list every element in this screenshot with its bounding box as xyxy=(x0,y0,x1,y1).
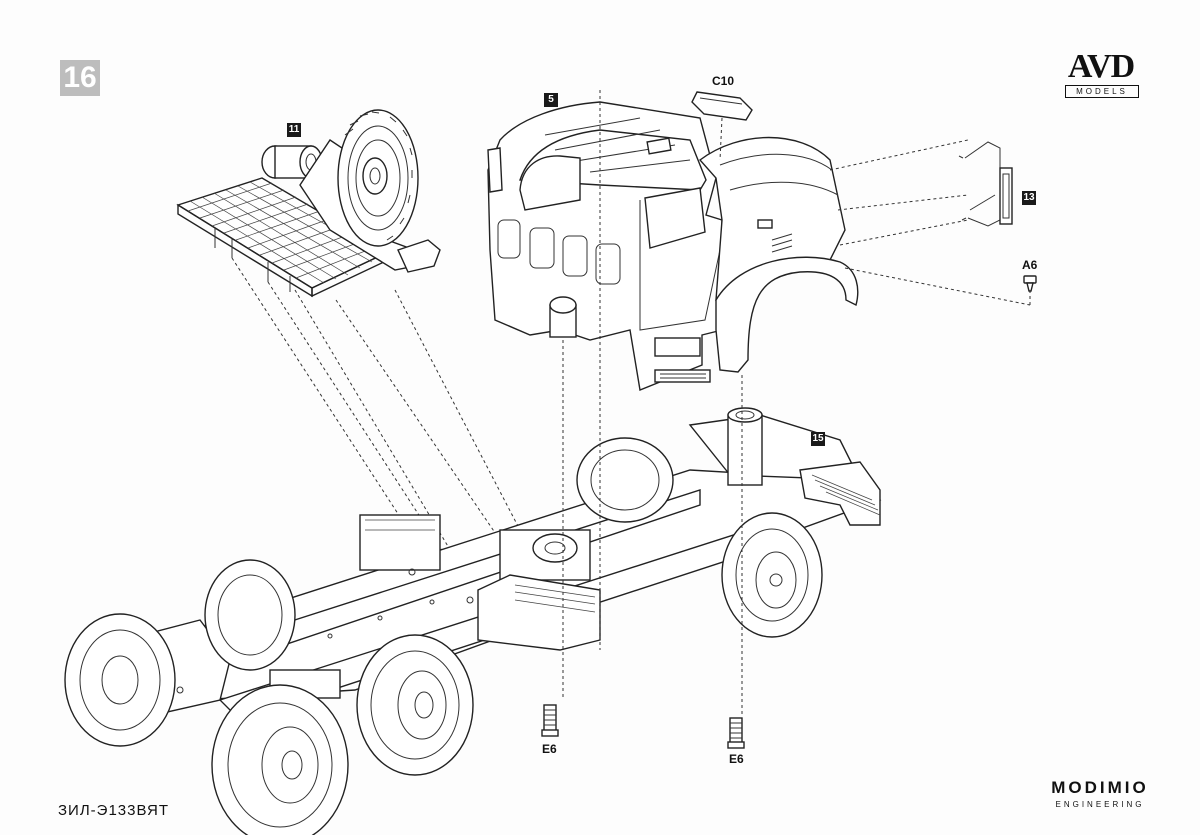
maker-sub: ENGINEERING xyxy=(1055,800,1145,809)
cab-mount-post xyxy=(549,296,577,338)
rear-wheel-left-2 xyxy=(204,559,296,671)
middle-wheel-1 xyxy=(211,684,349,835)
callout-part-13: 13 xyxy=(1022,191,1036,205)
rear-wheel-left-1 xyxy=(64,613,176,747)
cab-assembly xyxy=(487,101,859,391)
logo-sub: MODELS xyxy=(1065,85,1139,98)
callout-a6: A6 xyxy=(1022,258,1038,272)
callout-part-15: 15 xyxy=(811,432,825,446)
part-a6-screw xyxy=(1023,275,1037,292)
front-wheel-left xyxy=(576,437,674,523)
avd-models-logo: AVD MODELS xyxy=(1063,50,1139,98)
maker-name: MODIMIO xyxy=(1051,778,1149,797)
logo-brand: AVD xyxy=(1067,48,1135,85)
part-13-frame xyxy=(958,141,1013,227)
callout-part-5: 5 xyxy=(544,93,558,107)
wheels xyxy=(64,437,823,835)
middle-wheel-2 xyxy=(356,634,474,776)
spare-wheel-platform xyxy=(176,109,441,298)
callout-part-11: 11 xyxy=(287,123,301,137)
step-number-badge: 16 xyxy=(60,60,100,96)
callout-e6-left: E6 xyxy=(542,742,557,756)
modimio-logo: MODIMIO ENGINEERING xyxy=(1050,778,1150,809)
callout-e6-right: E6 xyxy=(729,752,744,766)
part-c10-light xyxy=(691,91,753,161)
front-wheel-right xyxy=(721,512,823,638)
callout-c10: C10 xyxy=(712,74,735,88)
e6-screw-left xyxy=(541,704,559,737)
e6-screw-right xyxy=(727,717,745,749)
model-name: ЗИЛ-Э133ВЯТ xyxy=(58,802,169,819)
chassis-frame xyxy=(84,407,882,726)
